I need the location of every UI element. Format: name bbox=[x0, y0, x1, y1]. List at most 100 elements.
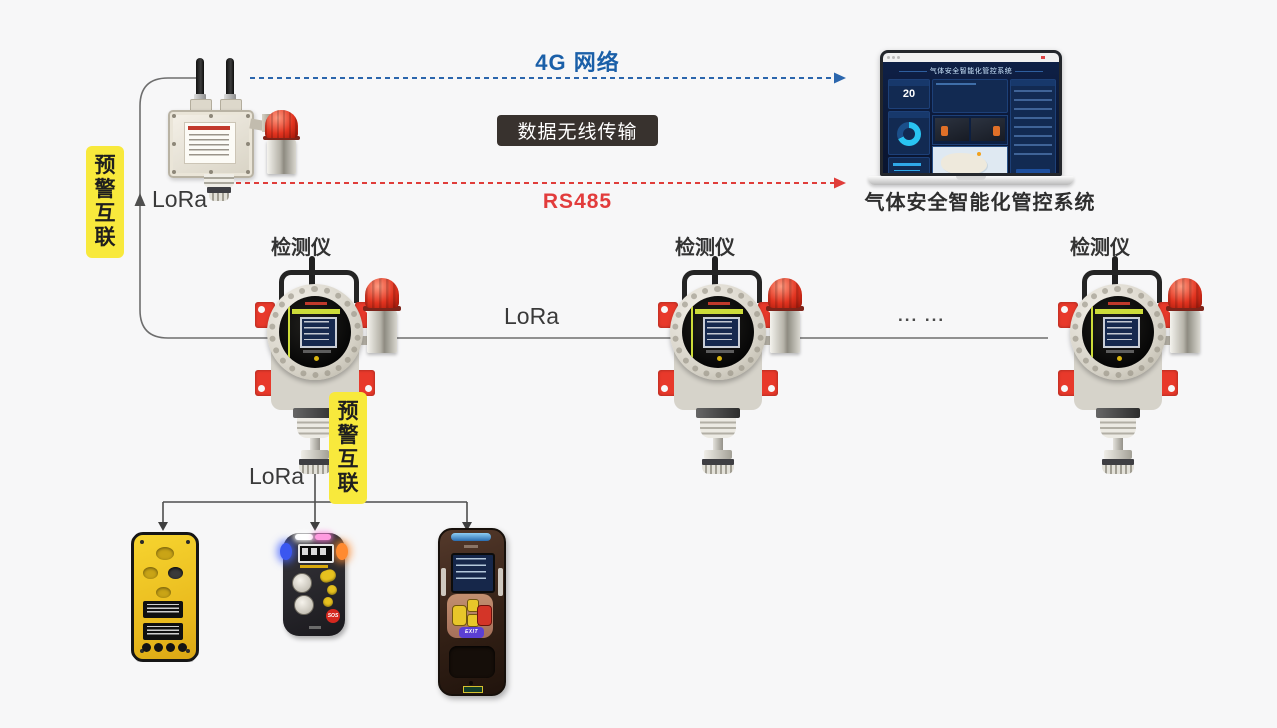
portable-detector-black: SOS bbox=[280, 533, 348, 636]
bracket bbox=[255, 370, 275, 396]
sensor-port bbox=[294, 595, 314, 615]
brand-strip bbox=[300, 565, 328, 568]
alarm-led bbox=[315, 534, 331, 540]
beacon-base bbox=[766, 306, 804, 311]
data-table-panel bbox=[1010, 79, 1056, 173]
screws bbox=[168, 110, 254, 178]
fixed-detector-1 bbox=[235, 256, 401, 474]
sos-button: SOS bbox=[326, 609, 340, 623]
portable-branch-line bbox=[162, 462, 468, 523]
exit-key: EXIT bbox=[459, 627, 484, 638]
bottom-connector-band bbox=[207, 187, 231, 193]
bottom-mark bbox=[309, 626, 321, 629]
alarm-beacon-icon bbox=[265, 110, 298, 138]
top-light bbox=[451, 533, 491, 541]
sensor-tip bbox=[702, 465, 734, 474]
beacon-cylinder bbox=[267, 140, 296, 174]
gateway-label-plate bbox=[184, 122, 236, 164]
detector-display bbox=[279, 296, 351, 368]
bracket bbox=[1158, 370, 1178, 396]
side-clip bbox=[498, 568, 503, 596]
side-clip bbox=[441, 568, 446, 596]
arrow-rs485 bbox=[834, 177, 846, 189]
bottom-connector bbox=[204, 174, 234, 187]
table-header bbox=[1011, 80, 1055, 86]
sensor-tip bbox=[1102, 465, 1134, 474]
laptop-base bbox=[868, 176, 1074, 185]
lcd-screen bbox=[451, 553, 495, 593]
detector-label-1: 检测仪 bbox=[271, 237, 331, 259]
laptop-screen: 气体安全智能化管控系统 20 bbox=[880, 50, 1062, 176]
panel-header bbox=[889, 112, 929, 118]
system-caption: 气体安全智能化管控系统 bbox=[864, 192, 1096, 214]
beacon-cylinder bbox=[770, 311, 800, 353]
detector-label-3: 检测仪 bbox=[1070, 237, 1130, 259]
antenna-base bbox=[194, 94, 206, 101]
power-button bbox=[318, 567, 338, 585]
antenna-icon bbox=[196, 58, 204, 96]
browser-bar bbox=[883, 53, 1059, 62]
beacon-base bbox=[1166, 306, 1204, 311]
bracket bbox=[1058, 370, 1078, 396]
wireless-transmission-badge: 数据无线传输 bbox=[497, 115, 658, 146]
sensor-clamp bbox=[1096, 408, 1140, 418]
indicator-dot bbox=[469, 681, 473, 685]
portable-detector-yellow bbox=[131, 532, 199, 662]
dashboard-body: 气体安全智能化管控系统 20 bbox=[883, 62, 1059, 173]
blue-lamp bbox=[280, 543, 292, 560]
bar-list-panel bbox=[888, 157, 930, 173]
sensor-nut bbox=[704, 450, 732, 459]
sensor-fitting bbox=[297, 418, 333, 438]
continuation-ellipsis: ... ... bbox=[898, 306, 946, 325]
lora-portable-label: LoRa bbox=[249, 463, 304, 489]
arrow-down-mid bbox=[310, 522, 320, 531]
arrow-4g bbox=[834, 72, 846, 84]
beacon-arm bbox=[1160, 336, 1178, 345]
bracket bbox=[355, 370, 375, 396]
beacon-arm bbox=[760, 336, 778, 345]
antenna-icon bbox=[226, 58, 234, 96]
alarm-led bbox=[295, 534, 313, 540]
mount-handle bbox=[682, 270, 762, 303]
dashboard-title: 气体安全智能化管控系统 bbox=[883, 66, 1059, 76]
management-laptop: 气体安全智能化管控系统 20 bbox=[868, 48, 1074, 188]
fixed-detector-3 bbox=[1038, 256, 1204, 474]
red-key bbox=[477, 605, 492, 626]
sensor-tip bbox=[299, 465, 331, 474]
panel-header bbox=[889, 80, 929, 86]
sensor-clamp bbox=[293, 408, 337, 418]
donut-chart bbox=[897, 122, 921, 146]
main-panel bbox=[932, 79, 1008, 113]
camera-feed bbox=[935, 118, 969, 141]
bracket bbox=[758, 370, 778, 396]
sensor-fitting bbox=[700, 418, 736, 438]
sensor-band bbox=[702, 459, 734, 465]
mini-screen bbox=[298, 544, 334, 563]
stat-panel: 20 bbox=[888, 79, 930, 109]
rs485-label: RS485 bbox=[542, 190, 613, 213]
sensor-band bbox=[1102, 459, 1134, 465]
sensor-hole bbox=[168, 567, 183, 579]
sensor-port bbox=[292, 573, 312, 593]
mount-handle bbox=[1082, 270, 1162, 303]
sensor-band bbox=[299, 459, 331, 465]
detector-display bbox=[1082, 296, 1154, 368]
beacon-base bbox=[263, 136, 300, 140]
stat-value: 20 bbox=[902, 88, 916, 100]
4g-network-label: 4G 网络 bbox=[535, 50, 620, 75]
antenna-base bbox=[224, 94, 236, 101]
beacon-cylinder bbox=[1170, 311, 1200, 353]
alarm-beacon-icon bbox=[365, 278, 399, 308]
alarm-beacon-icon bbox=[1168, 278, 1202, 308]
sensor-hole bbox=[156, 587, 171, 598]
warning-interlink-badge-left: 预警互联 bbox=[86, 146, 124, 258]
warning-interlink-badge-right: 预警互联 bbox=[329, 392, 367, 504]
brand-logo bbox=[463, 686, 483, 693]
arrow-up bbox=[134, 193, 146, 206]
video-panel bbox=[932, 115, 1008, 145]
lora-gateway-label: LoRa bbox=[152, 186, 207, 212]
bottom-connector-tip bbox=[209, 193, 229, 201]
warning-interlink-line bbox=[139, 77, 1048, 339]
top-text bbox=[464, 545, 478, 548]
